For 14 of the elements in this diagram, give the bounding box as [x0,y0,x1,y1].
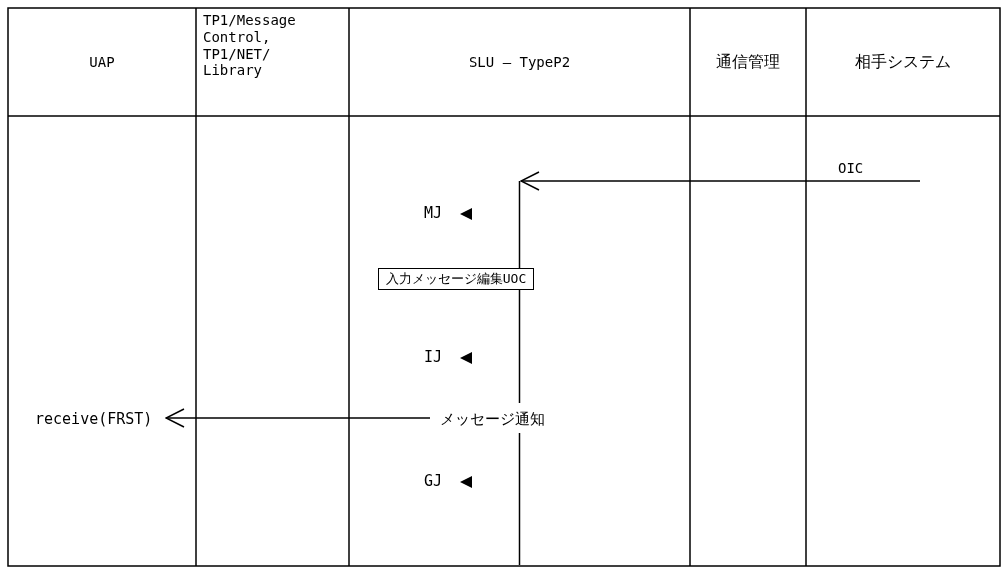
step-label: GJ [424,472,443,490]
column-header: 通信管理 [716,51,780,73]
column-header: 相手システム [855,51,951,73]
column-header: UAP [89,54,115,70]
arrow [165,408,431,428]
call-label: receive(FRST) [35,408,153,430]
column-header: SLU — TypeP2 [468,54,571,70]
arrow [520,171,921,191]
process-box: 入力メッセージ編集UOC [378,268,534,290]
column-header: TP1/Message Control, TP1/NET/ Library [203,12,297,80]
event-label: メッセージ通知 [440,408,545,431]
step-label: IJ [424,348,443,366]
step-label: MJ [424,204,443,222]
edge-label: OIC [838,160,864,176]
